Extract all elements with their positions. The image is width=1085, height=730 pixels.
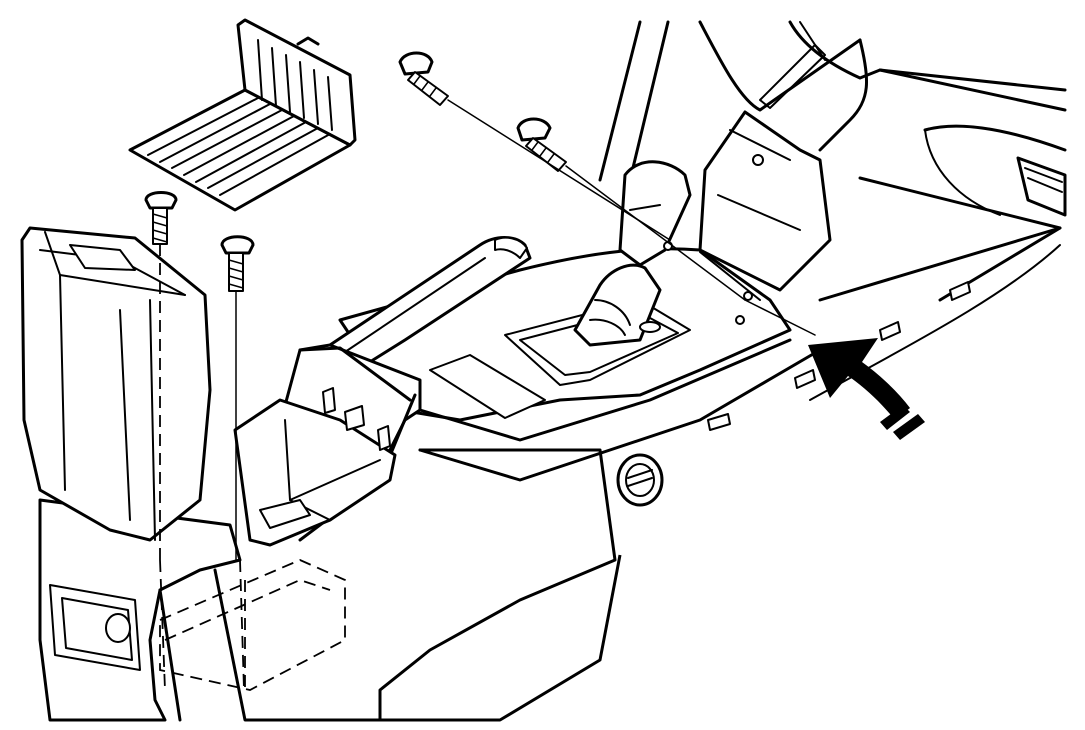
arrow-icon [808,338,925,440]
center-stack [698,44,832,292]
screw-guide-lines [159,99,816,691]
handbrake-lever [328,236,532,367]
screw [220,235,255,292]
tray-ribs [147,39,333,196]
dashboard-panel [598,20,1067,431]
screw [398,51,449,106]
screw [144,191,178,245]
rear-console [38,346,412,722]
gear-selector-panel [338,247,822,482]
armrest-lid [20,226,212,542]
gear-selector [573,160,761,347]
storage-tray-insert [128,18,357,212]
tray-hidden-outline [159,559,346,691]
screw [516,117,567,172]
